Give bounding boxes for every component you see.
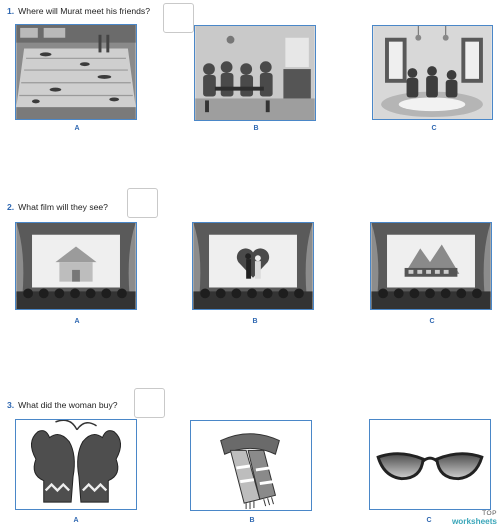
topworksheets-logo: TOP worksheets (452, 510, 497, 526)
scarf-icon (220, 433, 280, 510)
option-3a-mittens-image[interactable] (15, 419, 137, 510)
question-prompt: Where will Murat meet his friends? (18, 6, 150, 16)
question-number: 3. (7, 400, 15, 410)
option-3c-sunglasses-image[interactable] (369, 419, 491, 510)
option-1c-room-image[interactable] (372, 25, 493, 120)
option-2b-film-image[interactable] (192, 222, 314, 310)
option-label: C (429, 318, 435, 325)
option-2c-film-image[interactable] (370, 222, 492, 310)
option-label: B (249, 517, 255, 524)
option-label: C (426, 517, 432, 524)
room-illustration (373, 26, 492, 119)
question-3-text: 3.What did the woman buy? (7, 400, 118, 410)
sunglasses-icon (376, 452, 484, 481)
option-label: B (253, 125, 259, 132)
question-number: 1. (7, 6, 15, 16)
cinema-illustration (16, 223, 136, 309)
answer-box-1[interactable] (163, 3, 194, 33)
option-label: A (74, 318, 80, 325)
option-1a-pool-image[interactable] (15, 24, 137, 120)
logo-worksheets: worksheets (451, 517, 497, 526)
question-prompt: What did the woman buy? (18, 400, 118, 410)
pool-illustration (16, 25, 136, 119)
question-prompt: What film will they see? (18, 202, 108, 212)
option-1b-cafe-image[interactable] (194, 25, 316, 121)
option-label: C (431, 125, 437, 132)
option-2a-film-image[interactable] (15, 222, 137, 310)
mittens-icon (31, 420, 121, 503)
cafe-illustration (195, 26, 315, 120)
answer-box-3[interactable] (134, 388, 165, 418)
option-label: A (74, 125, 80, 132)
cinema-illustration (193, 223, 313, 309)
question-2-text: 2.What film will they see? (7, 202, 108, 212)
question-1-text: 1.Where will Murat meet his friends? (7, 6, 150, 16)
question-number: 2. (7, 202, 15, 212)
option-label: B (252, 318, 258, 325)
option-label: A (73, 517, 79, 524)
cinema-illustration (371, 223, 491, 309)
option-3b-scarf-image[interactable] (190, 420, 312, 511)
answer-box-2[interactable] (127, 188, 158, 218)
logo-top: TOP (482, 510, 497, 517)
